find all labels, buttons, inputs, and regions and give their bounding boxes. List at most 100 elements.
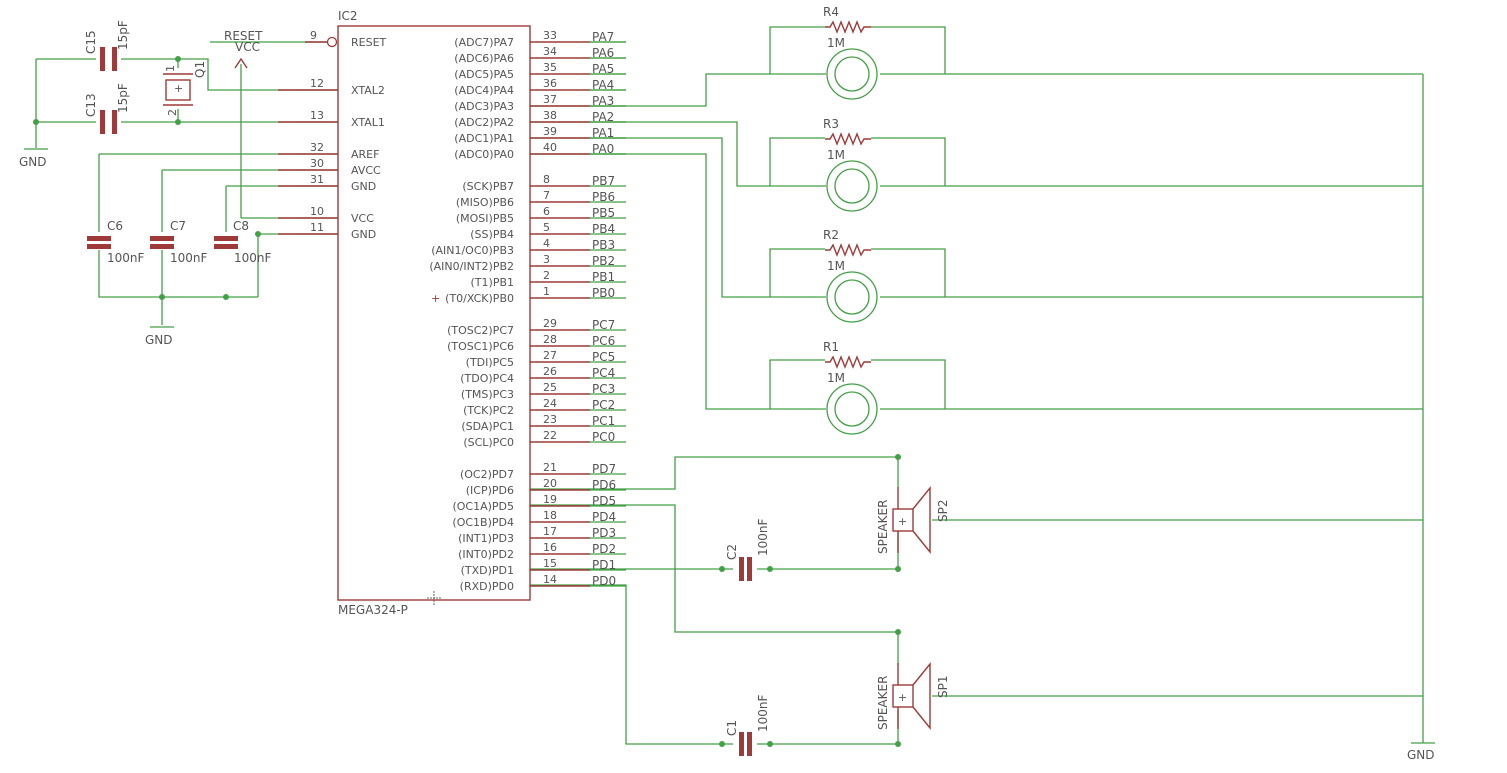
ic2-net-label: PD4 — [592, 510, 616, 524]
ic2-net-label: PB1 — [592, 270, 615, 284]
gnd-right-label: GND — [1407, 748, 1435, 762]
ic2-pin-label: (TDI)PC5 — [466, 356, 514, 369]
capacitor-c13: C13 15pF — [84, 83, 130, 134]
resistor-icon — [825, 132, 871, 146]
reset-net-label: RESET — [224, 29, 263, 43]
ic2-pin-number: 14 — [543, 573, 557, 586]
speaker-value: SPEAKER — [876, 676, 890, 730]
ic2-pin-label: AVCC — [351, 164, 381, 177]
ic2-pin-label: (RXD)PD0 — [460, 580, 514, 593]
ic2-pin-label: XTAL2 — [351, 84, 385, 97]
ic2-pin-label: (MOSI)PB5 — [456, 212, 514, 225]
c15-name: C15 — [84, 30, 98, 54]
ic2-pin-label: (AIN0/INT2)PB2 — [429, 260, 514, 273]
q1-center-mark: + — [174, 82, 183, 95]
ic2-pin-label: (SCK)PB7 — [462, 180, 514, 193]
c1-name: C1 — [725, 720, 739, 736]
sensor-unit-r4: R4 1M — [823, 5, 878, 100]
speaker-cone-icon — [912, 486, 931, 554]
ic2-pin-label: (SDA)PC1 — [461, 420, 514, 433]
ic2-pin-label: XTAL1 — [351, 116, 385, 129]
q1-name: Q1 — [193, 61, 207, 78]
ic2-pin-label: (T0/XCK)PB0 — [445, 292, 514, 305]
ic2-net-label: PC6 — [592, 334, 615, 348]
speaker-plus-mark: + — [898, 515, 907, 528]
ic2-net-label: PD3 — [592, 526, 616, 540]
ic2-net-label: PB4 — [592, 222, 615, 236]
ic2-net-label: PC3 — [592, 382, 615, 396]
ic2-pin-label: (ICP)PD6 — [466, 484, 514, 497]
ic2-pin-label: VCC — [351, 212, 374, 225]
c6-name: C6 — [107, 219, 123, 233]
ic2-pin-label: (ADC3)PA3 — [454, 100, 514, 113]
sensor-inner-ring — [834, 279, 870, 315]
ic2-pin-number: 10 — [310, 205, 324, 218]
net-labels: RESET VCC — [224, 29, 263, 69]
ic2-pin-label: (OC1A)PD5 — [452, 500, 514, 513]
resistor-icon — [825, 355, 871, 369]
ic2-pin-number: 1 — [543, 285, 550, 298]
gnd-symbol-caps: GND — [145, 326, 174, 347]
ic2-pin-number: 18 — [543, 509, 557, 522]
ic2-pin-label: AREF — [351, 148, 379, 161]
vcc-net-label: VCC — [235, 40, 260, 54]
c8-value: 100nF — [234, 251, 272, 265]
ic2-pin-label: (TOSC2)PC7 — [447, 324, 514, 337]
ic2-net-label: PA6 — [592, 46, 614, 60]
resistor-value: 1M — [827, 36, 845, 50]
ic2-net-label: PB0 — [592, 286, 615, 300]
ic2-value: MEGA324-P — [338, 603, 408, 617]
speaker-coil-icon — [892, 684, 914, 708]
ic2-pin-label: (ADC5)PA5 — [454, 68, 514, 81]
ic2-pin-number: 33 — [543, 29, 557, 42]
ic2-pin-label: (TCK)PC2 — [463, 404, 514, 417]
sensor-inner-ring — [834, 56, 870, 92]
ic2-pin-number: 38 — [543, 109, 557, 122]
ic2-pin-number: 19 — [543, 493, 557, 506]
ic2-net-label: PA4 — [592, 78, 614, 92]
ic2-pin-number: 12 — [310, 77, 324, 90]
c6-value: 100nF — [107, 251, 145, 265]
ic2-net-label: PD1 — [592, 558, 616, 572]
ic2-pin-label: (ADC4)PA4 — [454, 84, 514, 97]
ic2-pin-label: (TOSC1)PC6 — [447, 340, 514, 353]
crystal-q1: Q1 + 1 2 — [163, 61, 207, 116]
ic2-net-label: PB2 — [592, 254, 615, 268]
ic2-net-label: PA2 — [592, 110, 614, 124]
wires — [35, 26, 1424, 745]
ic2-pin-number: 24 — [543, 397, 557, 410]
resistor-name: R4 — [823, 5, 839, 19]
ic2-pin-label: (MISO)PB6 — [456, 196, 514, 209]
ic2-pin-label: (ADC6)PA6 — [454, 52, 514, 65]
resistor-name: R3 — [823, 117, 839, 131]
ic2-left-pins — [278, 41, 338, 235]
ic2-pin-number: 27 — [543, 349, 557, 362]
resistor-name: R1 — [823, 340, 839, 354]
ic2: IC2 MEGA324-P RESET9XTAL212XTAL113AREF32… — [278, 9, 626, 617]
ic2-net-label: PC0 — [592, 430, 615, 444]
c13-value: 15pF — [116, 83, 130, 113]
ic2-net-label: PB7 — [592, 174, 615, 188]
ic2-net-label: PD5 — [592, 494, 616, 508]
ic2-net-label: PB5 — [592, 206, 615, 220]
ic2-pin-number: 32 — [310, 141, 324, 154]
sensor-inner-ring — [834, 391, 870, 427]
sensor-outer-ring — [826, 271, 878, 323]
ic2-pin-number: 26 — [543, 365, 557, 378]
gnd-symbol-left: GND — [19, 148, 48, 169]
ic2-net-label: PB6 — [592, 190, 615, 204]
resistor-icon — [825, 243, 871, 257]
capacitor-c6: C6 100nF — [87, 219, 145, 265]
ic2-pin-label: (INT0)PD2 — [458, 548, 514, 561]
capacitor-c7: C7 100nF — [150, 219, 208, 265]
speaker-name: SP1 — [936, 676, 950, 699]
gnd-left-label: GND — [19, 155, 47, 169]
ic2-net-label: PA0 — [592, 142, 614, 156]
ic2-net-label: PD7 — [592, 462, 616, 476]
